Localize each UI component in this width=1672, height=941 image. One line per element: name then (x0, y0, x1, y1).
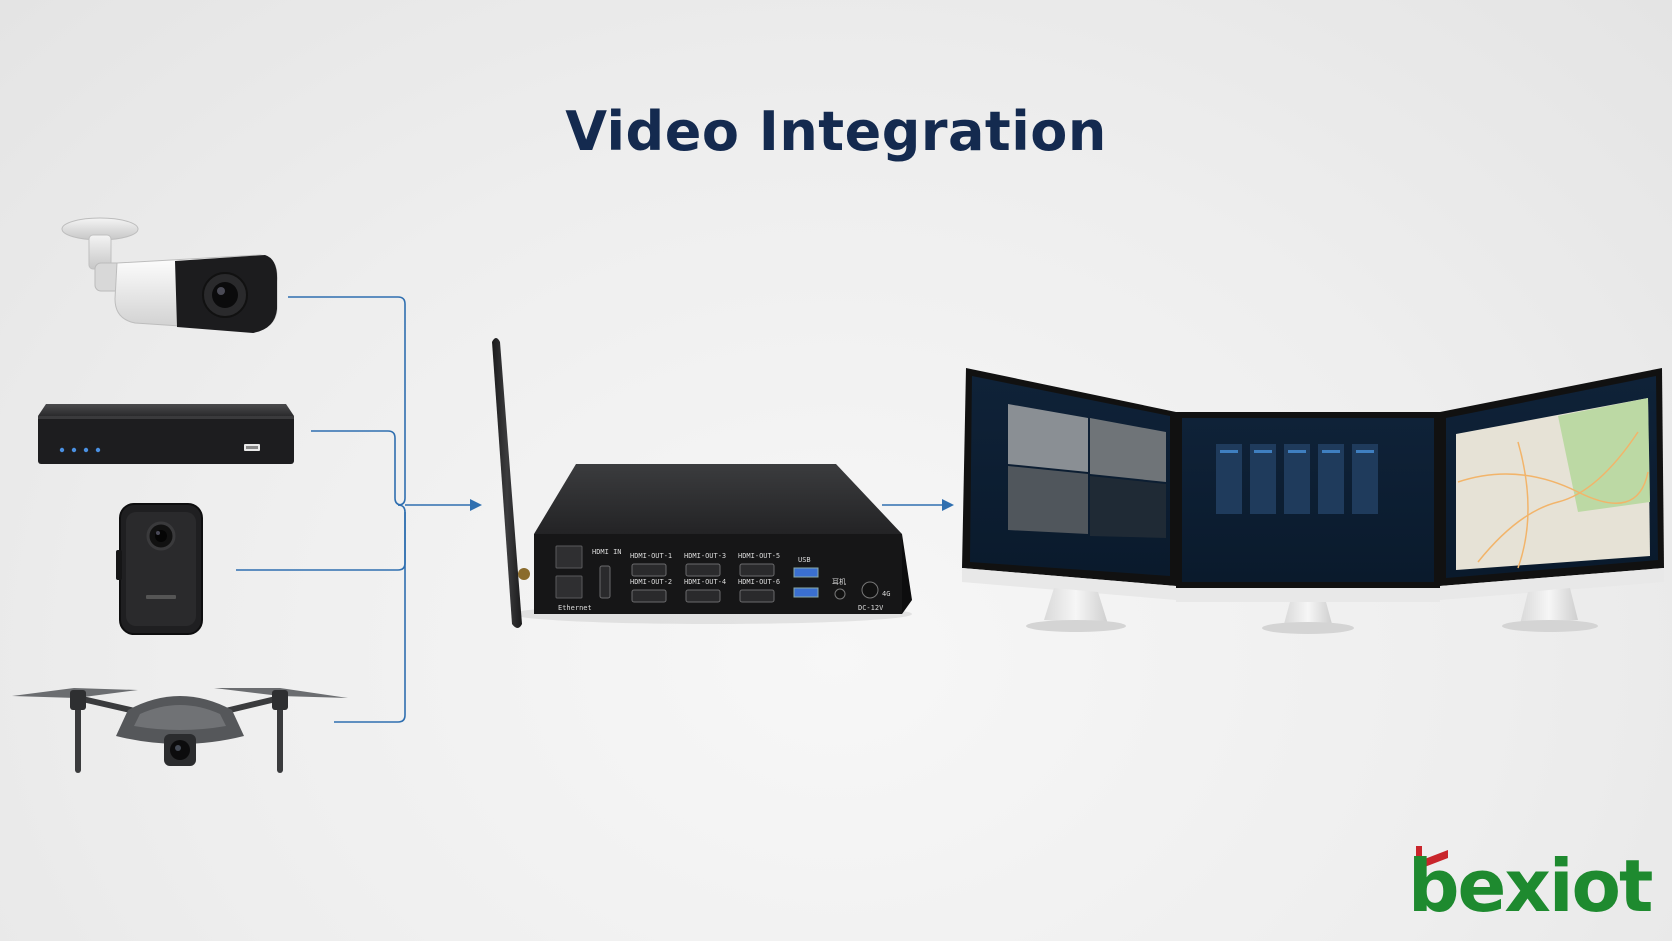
drone-icon (12, 688, 348, 773)
source-connectors (236, 296, 944, 723)
dashboard-monitor-icon (1176, 412, 1440, 634)
arrow-to-gateway-icon (470, 499, 482, 511)
port-label-ethernet: Ethernet (558, 604, 592, 612)
connector-bodycam (236, 504, 406, 571)
nvr-recorder-icon (38, 404, 294, 464)
brand-logo: bexiot (1408, 846, 1658, 926)
connector-drone (334, 512, 406, 723)
port-label-hdmi-in: HDMI IN (592, 548, 622, 556)
connector-camera (288, 296, 406, 506)
brand-wordmark: bexiot (1408, 844, 1653, 928)
page-title: Video Integration (565, 100, 1107, 163)
port-label-out6: HDMI-OUT-6 (738, 578, 780, 586)
brand-accent-icon (1416, 846, 1448, 868)
port-label-4g: 4G (882, 590, 890, 598)
edge-gateway-box-icon: HDMI IN HDMI-OUT-1 HDMI-OUT-2 HDMI-OUT-3… (492, 338, 912, 628)
bullet-camera-icon (61, 217, 278, 333)
map-monitor-icon (1440, 368, 1664, 632)
port-label-out1: HDMI-OUT-1 (630, 552, 672, 560)
port-label-out4: HDMI-OUT-4 (684, 578, 726, 586)
port-label-out2: HDMI-OUT-2 (630, 578, 672, 586)
video-wall-monitor-icon (962, 368, 1176, 632)
arrow-to-displays-icon (942, 499, 954, 511)
port-label-out3: HDMI-OUT-3 (684, 552, 726, 560)
port-label-out5: HDMI-OUT-5 (738, 552, 780, 560)
body-camera-icon (116, 503, 203, 635)
port-label-usb: USB (798, 556, 811, 564)
display-monitors (962, 368, 1664, 634)
port-label-earphone: 耳机 (832, 577, 846, 586)
connector-nvr (311, 430, 403, 506)
port-label-power: DC-12V (858, 604, 884, 612)
